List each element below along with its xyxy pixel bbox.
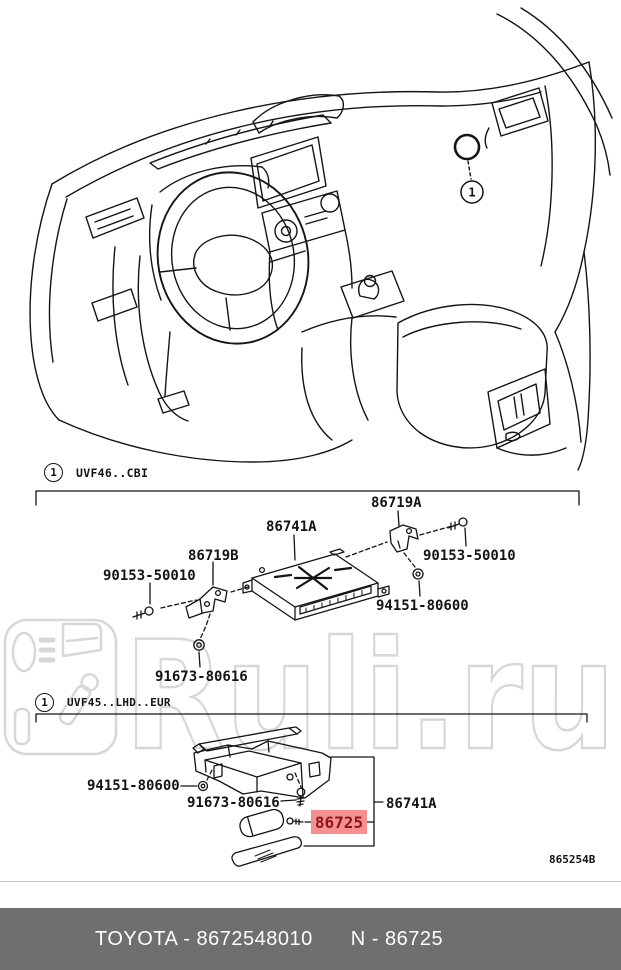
footer-divider <box>0 881 621 882</box>
part-label-94151-mid: 94151-80600 <box>376 598 469 614</box>
part-label-90153-right: 90153-50010 <box>423 548 516 564</box>
ruli-logo-icon <box>3 618 118 756</box>
steering-wheel <box>156 171 310 345</box>
part-label-91673-mid: 91673-80616 <box>155 669 248 685</box>
section-2-bracket <box>35 713 588 723</box>
section-2-spec-code: UVF45..LHD..EUR <box>67 696 171 709</box>
part-label-86719b: 86719B <box>188 548 239 564</box>
transmitter-part <box>239 808 285 838</box>
section-2-header: 1 UVF45..LHD..EUR <box>35 693 171 712</box>
footer-catalog-number: N - 86725 <box>350 927 444 950</box>
section-1-marker: 1 <box>44 463 63 482</box>
callout-number: 1 <box>468 186 475 200</box>
section-2-marker: 1 <box>35 693 54 712</box>
star-emblem-icon <box>273 565 353 591</box>
dashboard-illustration: 1 <box>29 7 613 471</box>
part-label-94151-bottom: 94151-80600 <box>87 778 180 794</box>
part-label-86741a-bottom: 86741A <box>386 796 437 812</box>
part-label-91673-bottom: 91673-80616 <box>187 795 280 811</box>
part-label-90153-left: 90153-50010 <box>103 568 196 584</box>
figure-code: 865254B <box>549 853 596 866</box>
location-callout: 1 <box>453 133 484 204</box>
section-1-bracket <box>35 490 580 506</box>
footer-part-number: TOYOTA - 8672548010 <box>95 927 313 950</box>
part-label-86741a-mid: 86741A <box>266 519 317 535</box>
section-1-spec-code: UVF46..CBI <box>76 465 149 480</box>
highlighted-part-86725[interactable]: 86725 <box>311 810 367 834</box>
part-label-86719a: 86719A <box>371 495 422 511</box>
watermark-text: Ruli.ru <box>124 610 616 784</box>
footer-bar: TOYOTA - 8672548010 N - 86725 <box>0 908 621 970</box>
section-1-header: 1 UVF46..CBI <box>44 463 148 482</box>
